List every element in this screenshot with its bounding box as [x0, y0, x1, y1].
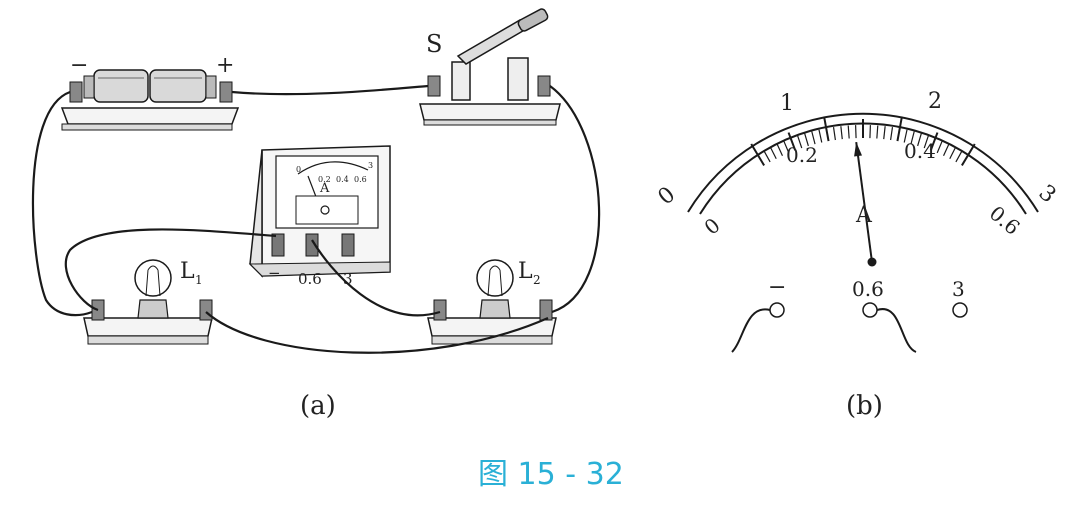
dial-3a-tick-2: 2 — [928, 89, 942, 114]
dial-tick — [961, 143, 976, 166]
meter-pointer — [855, 141, 873, 263]
dial-06a-tick-04: 0.4 — [904, 139, 936, 163]
meter-terminal-3: 3 — [343, 270, 353, 288]
switch-label: S — [426, 30, 442, 58]
ammeter: 0 3 0.2 0.4 0.6 A − 0.6 3 — [248, 145, 391, 288]
dial-tick — [910, 131, 915, 145]
terminal-06-label: 0.6 — [852, 277, 884, 301]
terminal-06 — [862, 302, 878, 318]
dial-tick — [804, 133, 809, 147]
dial-tick — [750, 143, 765, 166]
dial-tick — [776, 143, 784, 156]
battery-negative-label: − — [70, 53, 88, 78]
knife-switch: S — [419, 8, 561, 126]
wire-06-terminal — [876, 308, 917, 353]
dial-3a-tick-0: 0 — [654, 182, 681, 210]
dial-tick — [923, 135, 929, 149]
meter-tick-02: 0.2 — [318, 175, 331, 184]
lamp-1: L 1 — [83, 259, 213, 345]
dial-3a-tick-1: 1 — [780, 91, 794, 116]
panel-a-label: (a) — [300, 391, 336, 421]
dial-tick — [942, 143, 950, 156]
dial-tick — [936, 140, 943, 154]
meter-terminal-neg: − — [268, 264, 281, 282]
dial-tick — [769, 146, 777, 159]
lamp-2-subscript: 2 — [533, 273, 541, 287]
terminal-3-label: 3 — [952, 277, 965, 301]
meter-symbol-b: A — [855, 203, 873, 228]
meter-tick-3: 3 — [368, 161, 373, 170]
lamp-2-label: L — [518, 259, 533, 284]
wire-neg-terminal — [731, 308, 771, 353]
dial-tick — [832, 127, 836, 141]
dial-tick — [811, 131, 816, 145]
dial-tick — [955, 150, 963, 163]
dial-tick — [929, 132, 939, 151]
lamp-1-subscript: 1 — [195, 273, 203, 287]
dial-06a-tick-06: 0.6 — [985, 201, 1025, 240]
wires — [31, 84, 601, 354]
dial-tick — [883, 126, 886, 140]
dial-tick — [847, 125, 850, 139]
dial-outer-arc — [687, 112, 1039, 213]
dial-tick — [917, 133, 922, 147]
dial-tick — [896, 116, 903, 142]
panel-a: − + S 0 3 0.2 0.4 0.6 — [31, 8, 601, 421]
dial-tick — [840, 126, 843, 140]
pointer-arrowhead — [854, 142, 863, 157]
meter-symbol: A — [319, 181, 330, 196]
pointer-pivot — [867, 257, 877, 267]
dial-scale-ticks — [750, 116, 976, 166]
dial-tick — [763, 150, 771, 163]
meter-terminal-06: 0.6 — [298, 270, 322, 288]
dial-tick — [876, 125, 879, 139]
dial-tick — [949, 146, 957, 159]
battery-positive-label: + — [216, 53, 234, 78]
figure-caption: 图 15 - 32 — [478, 457, 624, 492]
dial-06a-tick-0: 0 — [700, 213, 725, 240]
dial-tick — [787, 132, 797, 151]
lamp-1-label: L — [180, 259, 195, 284]
dial-tick — [903, 129, 908, 143]
dial-tick — [818, 129, 823, 143]
battery-holder: − + — [60, 53, 240, 131]
meter-tick-06: 0.6 — [354, 175, 367, 184]
dial-3a-tick-3: 3 — [1034, 180, 1061, 208]
panel-b: 0 1 2 3 0 0.2 0.4 0.6 A − 0.6 3 (b) — [654, 89, 1061, 421]
terminal-neg-label: − — [768, 275, 786, 300]
meter-tick-0: 0 — [296, 165, 301, 174]
dial-tick — [823, 116, 830, 142]
terminal-neg — [769, 302, 785, 318]
terminal-3 — [952, 302, 968, 318]
meter-tick-04: 0.4 — [336, 175, 349, 184]
dial-06a-tick-02: 0.2 — [786, 143, 818, 167]
dial-tick — [783, 140, 790, 154]
dial-tick — [797, 135, 803, 149]
panel-b-label: (b) — [846, 391, 883, 421]
dial-tick — [890, 127, 894, 141]
lamp-2: L 2 — [427, 259, 557, 345]
